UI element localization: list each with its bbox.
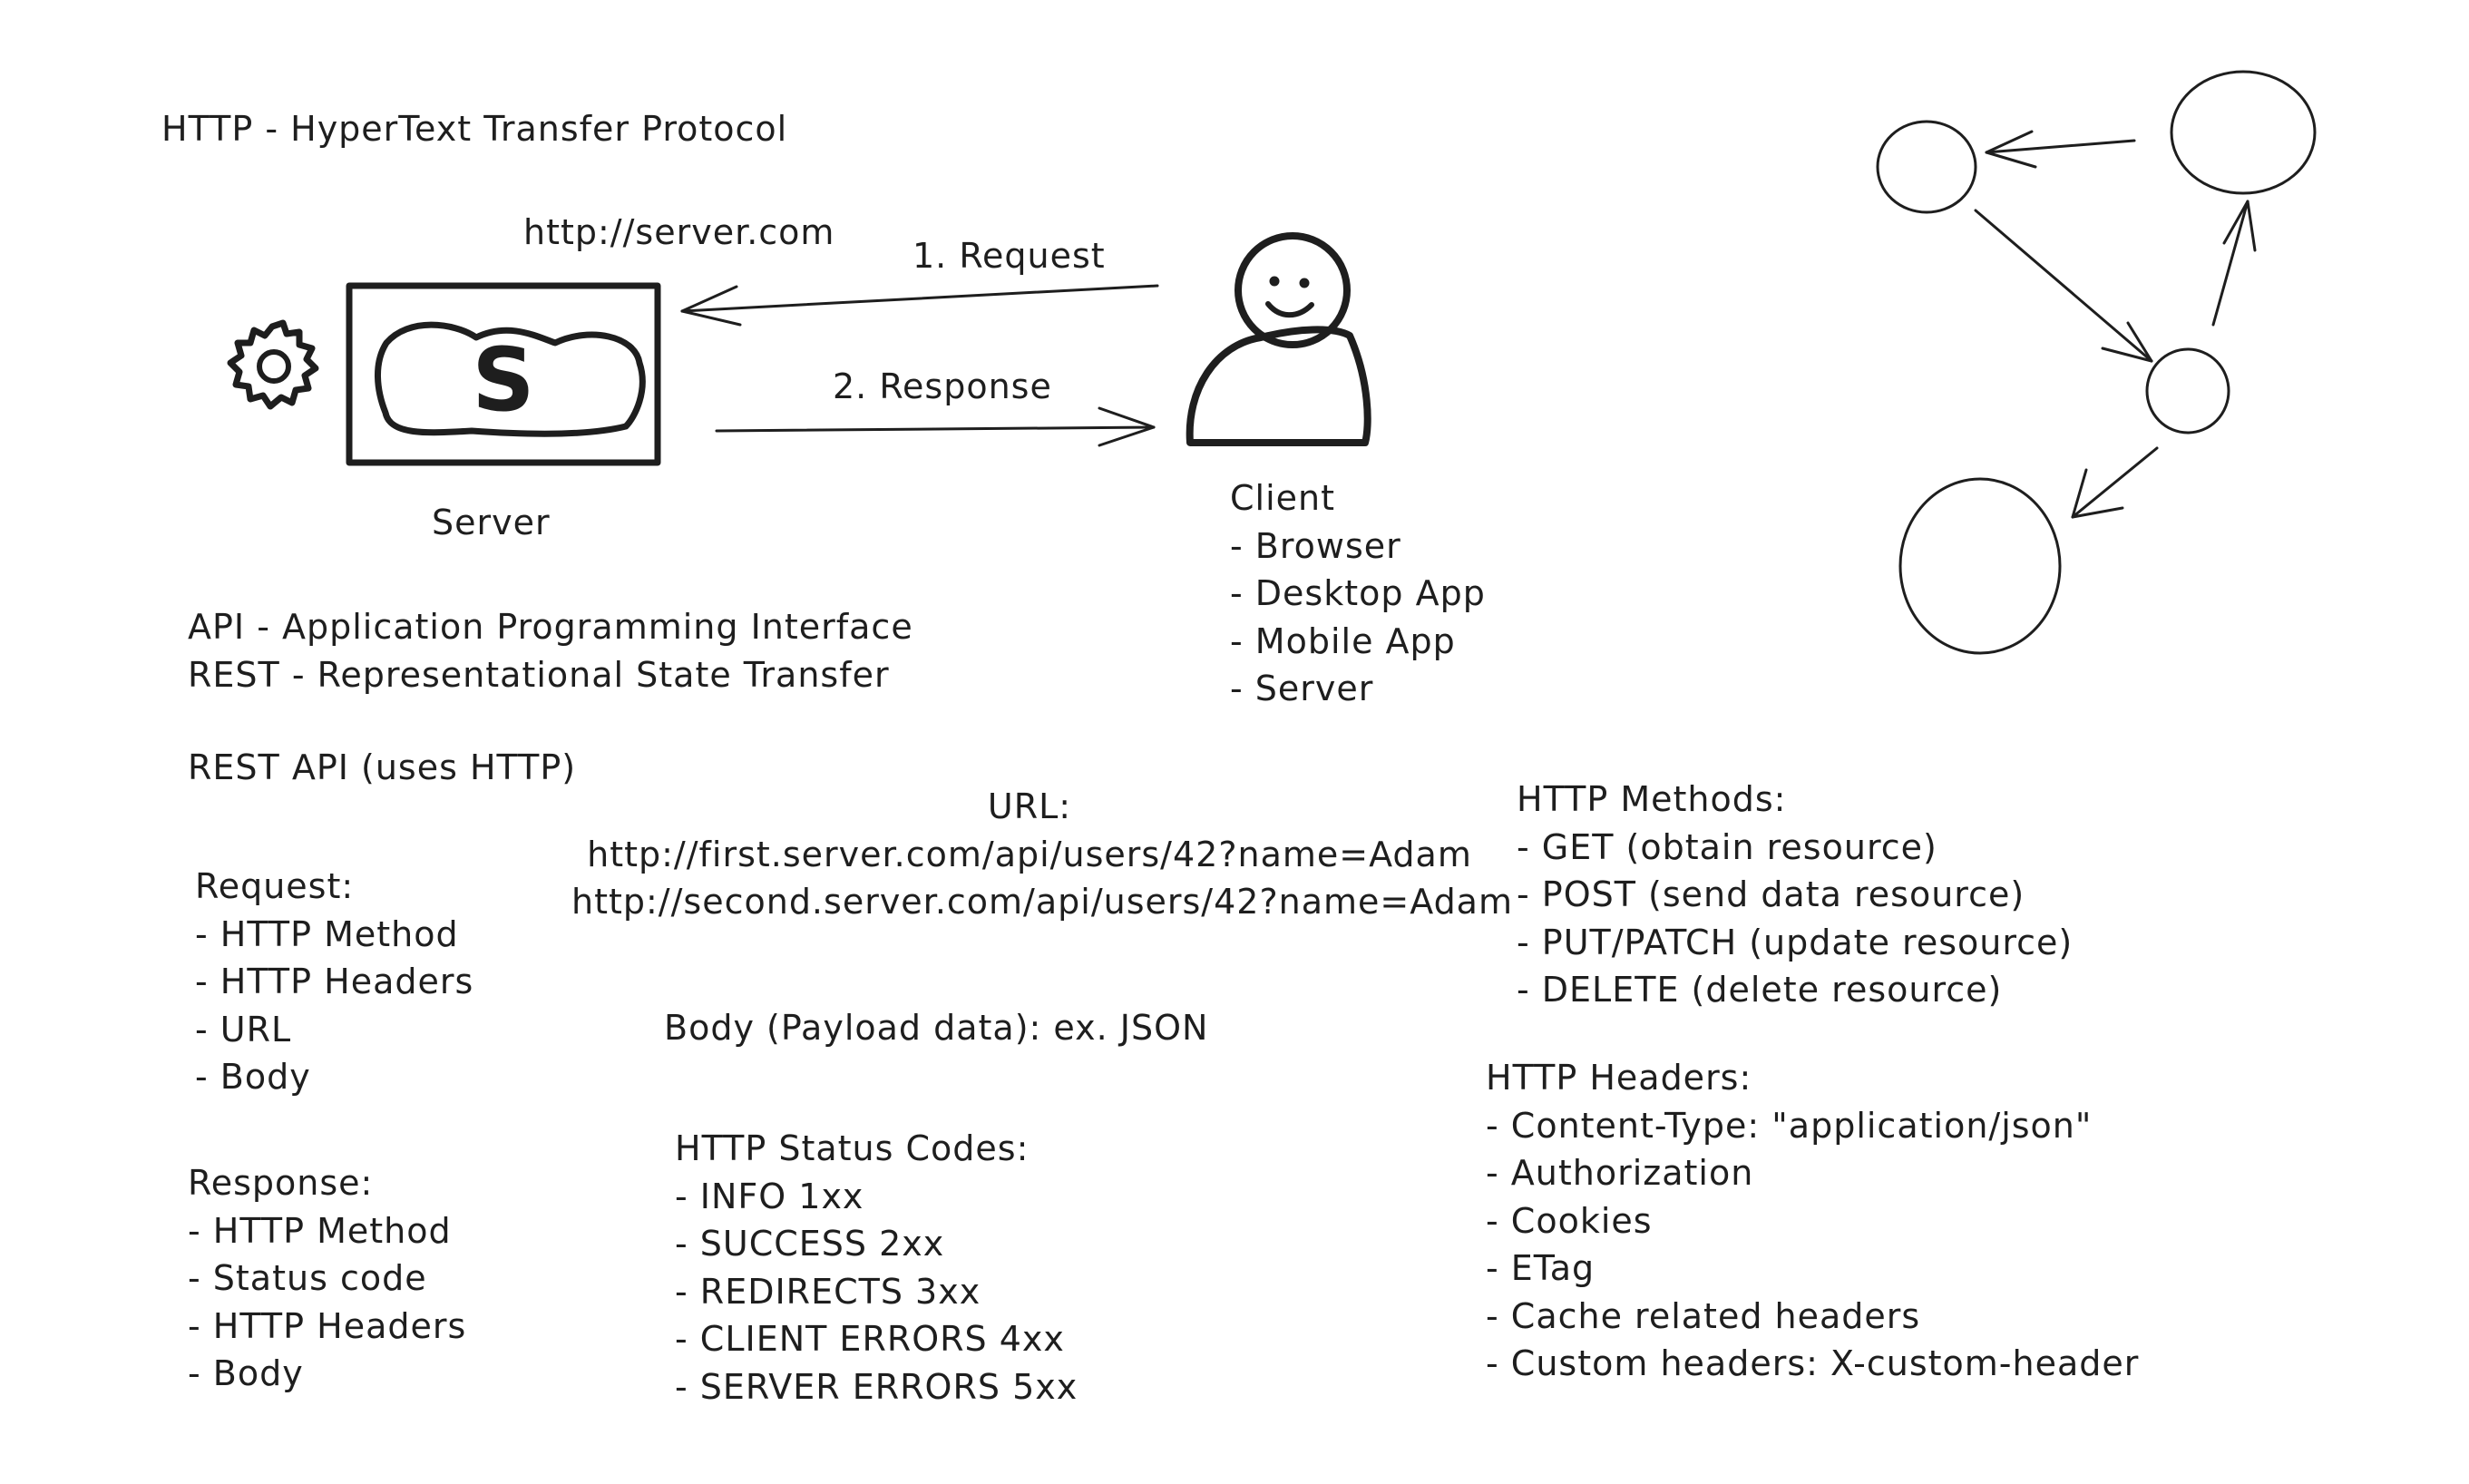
list-item: - Body xyxy=(195,1057,311,1097)
definitions: API - Application Programming Interface … xyxy=(188,603,913,698)
http-methods-list: HTTP Methods: - GET (obtain resource) - … xyxy=(1517,776,2073,1014)
url-example-first: http://first.server.com/api/users/42?nam… xyxy=(587,834,1472,874)
list-item: - ETag xyxy=(1486,1248,1596,1288)
list-item: - HTTP Method xyxy=(188,1210,452,1251)
client-title: Client xyxy=(1230,478,1336,518)
list-item: - GET (obtain resource) xyxy=(1517,826,1937,867)
list-item: - REDIRECTS 3xx xyxy=(675,1271,981,1312)
methods-title: HTTP Methods: xyxy=(1517,779,1787,819)
status-codes-list: HTTP Status Codes: - INFO 1xx - SUCCESS … xyxy=(675,1125,1078,1411)
client-list: Client - Browser - Desktop App - Mobile … xyxy=(1230,474,1486,713)
list-item: - HTTP Headers xyxy=(188,1305,467,1346)
list-item: - Authorization xyxy=(1486,1153,1754,1193)
response-arrow xyxy=(717,408,1154,445)
list-item: - Status code xyxy=(188,1258,427,1298)
server-icon xyxy=(230,286,658,463)
http-headers-list: HTTP Headers: - Content-Type: "applicati… xyxy=(1486,1054,2139,1388)
response-title: Response: xyxy=(188,1163,374,1203)
list-item: - SERVER ERRORS 5xx xyxy=(675,1366,1078,1407)
list-item: - Cookies xyxy=(1486,1200,1653,1241)
definition-api: API - Application Programming Interface xyxy=(188,607,913,647)
server-url: http://server.com xyxy=(523,212,835,252)
url-example-second: http://second.server.com/api/users/42?na… xyxy=(571,882,1513,922)
list-item: - Content-Type: "application/json" xyxy=(1486,1105,2093,1146)
body-payload-text: Body (Payload data): ex. JSON xyxy=(664,1008,1209,1048)
list-item: - Custom headers: X-custom-header xyxy=(1486,1343,2140,1383)
request-list: Request: - HTTP Method - HTTP Headers - … xyxy=(195,863,473,1101)
list-item: - Body xyxy=(188,1353,304,1393)
list-item: - HTTP Method xyxy=(195,913,459,954)
list-item: - PUT/PATCH (update resource) xyxy=(1517,922,2074,962)
list-item: - CLIENT ERRORS 4xx xyxy=(675,1319,1065,1359)
list-item: - Cache related headers xyxy=(1486,1295,1921,1336)
list-item: - SUCCESS 2xx xyxy=(675,1224,945,1264)
list-item: - Mobile App xyxy=(1230,620,1456,661)
request-arrow xyxy=(682,286,1157,325)
list-item: - Browser xyxy=(1230,525,1401,566)
list-item: - HTTP Headers xyxy=(195,962,474,1001)
list-item: - Desktop App xyxy=(1230,573,1486,613)
definition-rest: REST - Representational State Transfer xyxy=(188,654,890,695)
list-item: - DELETE (delete resource) xyxy=(1517,970,2003,1010)
headers-title: HTTP Headers: xyxy=(1486,1058,1752,1098)
list-item: - INFO 1xx xyxy=(675,1176,864,1216)
request-arrow-label: 1. Request xyxy=(912,236,1106,276)
response-list: Response: - HTTP Method - Status code - … xyxy=(188,1159,466,1398)
url-examples: URL: http://first.server.com/api/users/4… xyxy=(571,783,1513,926)
list-item: - Server xyxy=(1230,669,1374,708)
client-person-icon xyxy=(1190,236,1368,443)
page-title: HTTP - HyperText Transfer Protocol xyxy=(161,109,788,149)
request-title: Request: xyxy=(195,866,355,906)
network-graph-icon xyxy=(1878,72,2315,653)
url-title: URL: xyxy=(987,786,1072,826)
list-item: - URL xyxy=(195,1009,292,1050)
status-codes-title: HTTP Status Codes: xyxy=(675,1128,1030,1168)
list-item: - POST (send data resource) xyxy=(1517,874,2025,914)
server-label: Server xyxy=(432,503,551,542)
server-icon-letter: S xyxy=(472,329,534,431)
response-arrow-label: 2. Response xyxy=(833,366,1052,406)
rest-api-heading: REST API (uses HTTP) xyxy=(188,747,577,787)
